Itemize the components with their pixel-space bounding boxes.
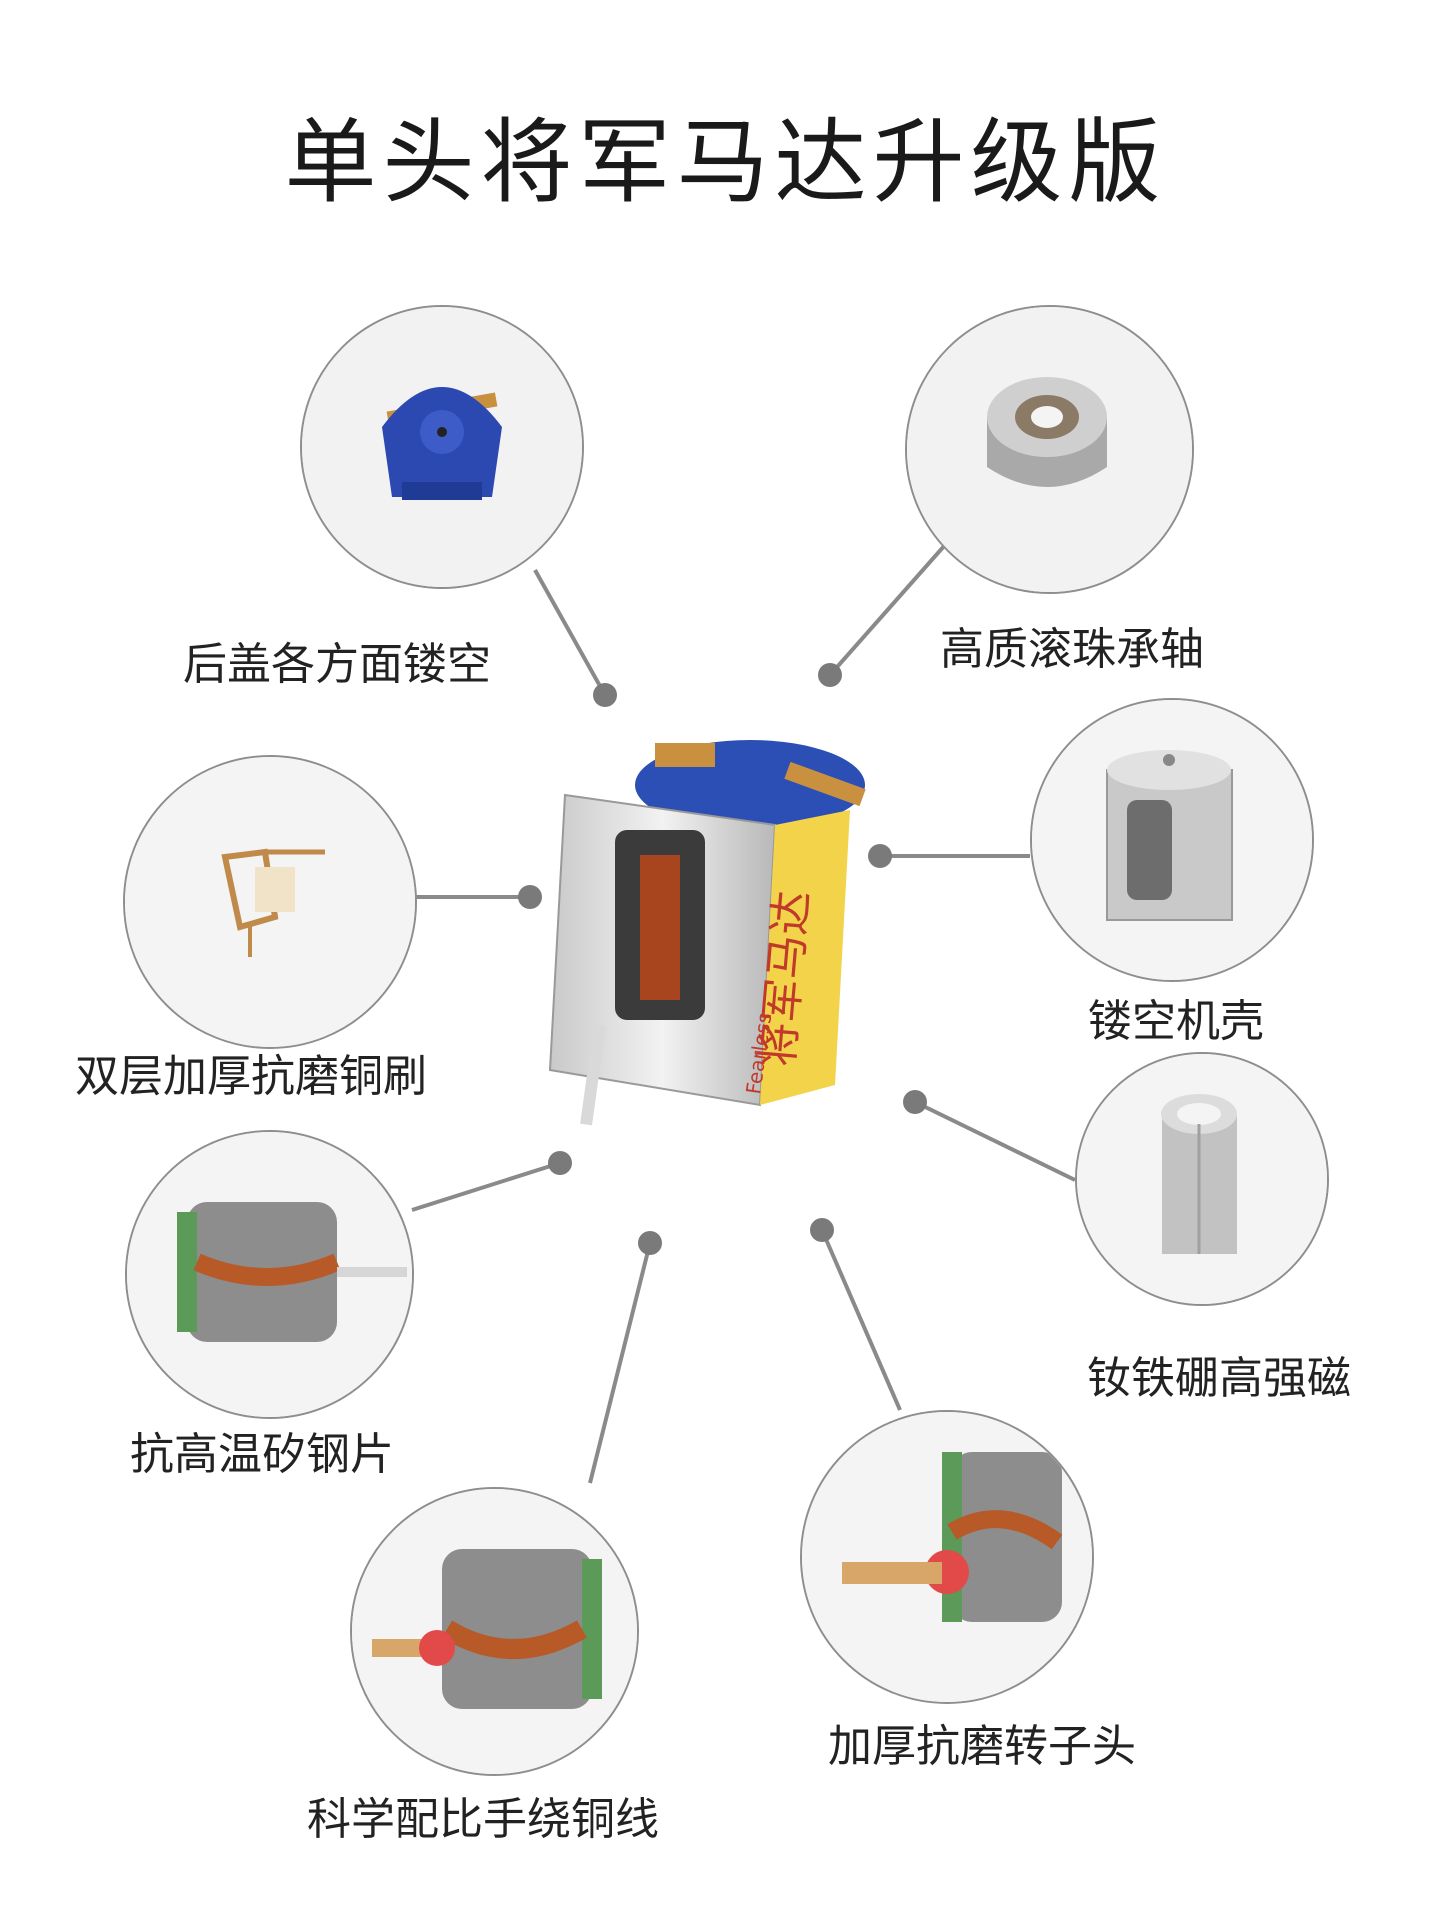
dot-rear-cover [593, 683, 617, 707]
armature-steel-icon [127, 1132, 412, 1417]
dot-ball-bearing [818, 663, 842, 687]
bubble-silicon-steel [125, 1130, 414, 1419]
connector-magnet [914, 1100, 1076, 1182]
connector-rear-cover [533, 569, 607, 696]
copper-brush-icon [125, 757, 415, 1047]
label-rotor-head: 加厚抗磨转子头 [828, 1721, 1136, 1772]
bubble-magnet [1075, 1052, 1329, 1306]
bubble-hollow-case [1030, 698, 1314, 982]
label-rear-cover: 后盖各方面镂空 [183, 639, 491, 690]
connector-ball-bearing [828, 543, 947, 677]
bubble-copper-brush [123, 755, 417, 1049]
connector-rotor-head [820, 1229, 902, 1411]
armature-commutator-icon [802, 1412, 1092, 1702]
bubble-ball-bearing [905, 305, 1194, 594]
dot-copper-brush [518, 885, 542, 909]
motor-image: 将军马达 Fearless [548, 740, 866, 1126]
label-silicon-steel: 抗高温矽钢片 [130, 1429, 394, 1480]
connector-silicon-steel [411, 1161, 561, 1212]
magnet-icon [1077, 1054, 1327, 1304]
dot-winding [638, 1231, 662, 1255]
dot-hollow-case [868, 844, 892, 868]
bubble-rear-cover [300, 305, 584, 589]
label-copper-winding: 科学配比手绕铜线 [307, 1794, 659, 1845]
label-ndfeb-magnet: 钕铁硼高强磁 [1087, 1353, 1351, 1404]
page-title: 单头将军马达升级版 [284, 109, 1167, 216]
label-copper-brush: 双层加厚抗磨铜刷 [75, 1051, 427, 1102]
label-ball-bearing: 高质滚珠承轴 [940, 624, 1204, 675]
connector-winding [588, 1242, 652, 1484]
ball-bearing-icon [907, 307, 1192, 592]
label-hollow-case: 镂空机壳 [1088, 996, 1264, 1047]
bubble-rotor-head [800, 1410, 1094, 1704]
blue-rear-cover-icon [302, 307, 582, 587]
dot-magnet [903, 1090, 927, 1114]
bubble-copper-winding [350, 1487, 639, 1776]
dot-rotor-head [810, 1218, 834, 1242]
armature-winding-icon [352, 1489, 637, 1774]
metal-case-icon [1032, 700, 1312, 980]
dot-silicon-steel [548, 1151, 572, 1175]
